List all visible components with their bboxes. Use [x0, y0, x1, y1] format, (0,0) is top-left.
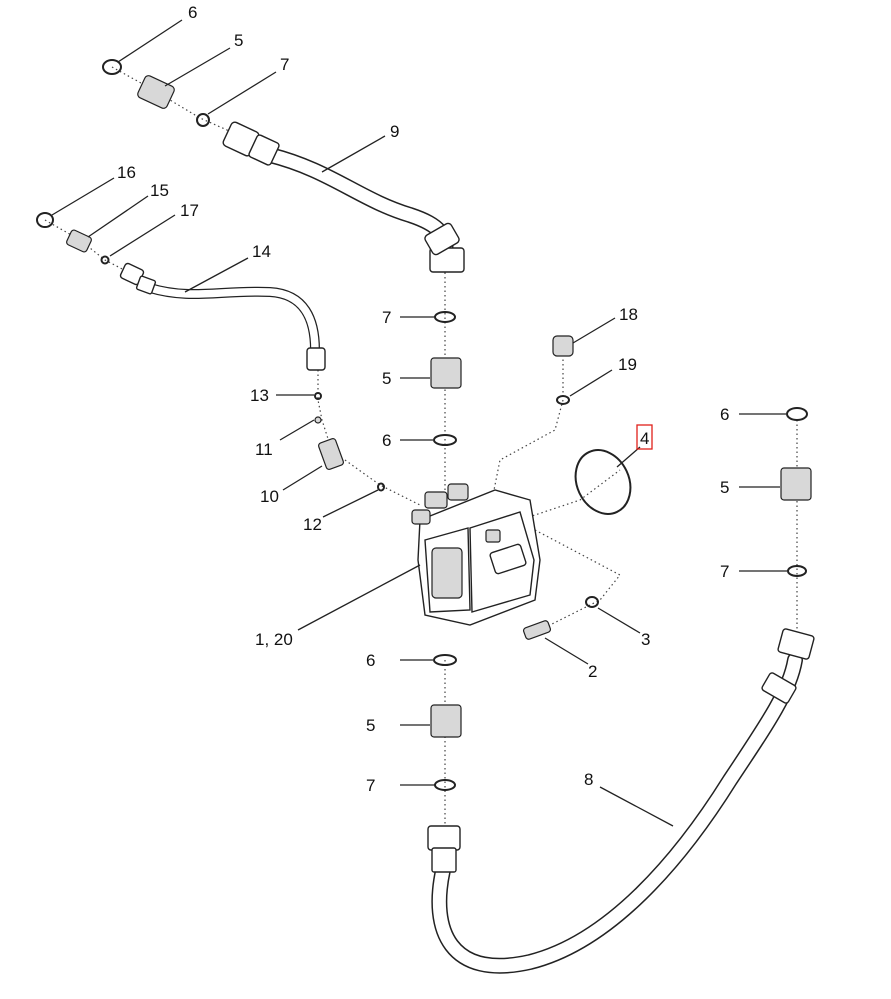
callout-7: 7	[382, 308, 391, 327]
callout-11: 11	[255, 440, 273, 459]
callout-6: 6	[188, 3, 197, 22]
hose-14	[119, 262, 326, 371]
callout-4: 4	[640, 429, 649, 448]
hose-8	[427, 628, 815, 974]
callout-14: 14	[252, 242, 271, 261]
callout-2: 2	[588, 662, 597, 681]
leader-lines	[51, 19, 787, 827]
callout-17: 17	[180, 201, 199, 220]
callout-10: 10	[260, 487, 279, 506]
callout-5: 5	[382, 369, 391, 388]
o-rings	[36, 59, 808, 791]
callout-5: 5	[366, 716, 375, 735]
hose-9	[222, 121, 465, 273]
callout-6: 6	[720, 405, 729, 424]
callout-1-20: 1, 20	[255, 630, 293, 649]
highlight-box	[636, 424, 653, 450]
callout-18: 18	[619, 305, 638, 324]
callout-5: 5	[234, 31, 243, 50]
callout-labels: 6 5 7 9 16 15 17 14 7 18 5 19 13 6 4 11 …	[117, 3, 729, 795]
callout-13: 13	[250, 386, 269, 405]
callout-7: 7	[366, 776, 375, 795]
callout-16: 16	[117, 163, 136, 182]
callout-5: 5	[720, 478, 729, 497]
callout-9: 9	[390, 122, 399, 141]
pump-assembly	[411, 483, 541, 626]
callout-3: 3	[641, 630, 650, 649]
callout-19: 19	[618, 355, 637, 374]
callout-15: 15	[150, 181, 169, 200]
fittings	[66, 75, 812, 738]
callout-7: 7	[280, 55, 289, 74]
callout-8: 8	[584, 770, 593, 789]
callout-12: 12	[303, 515, 322, 534]
callout-6: 6	[382, 431, 391, 450]
callout-6: 6	[366, 651, 375, 670]
callout-7: 7	[720, 562, 729, 581]
